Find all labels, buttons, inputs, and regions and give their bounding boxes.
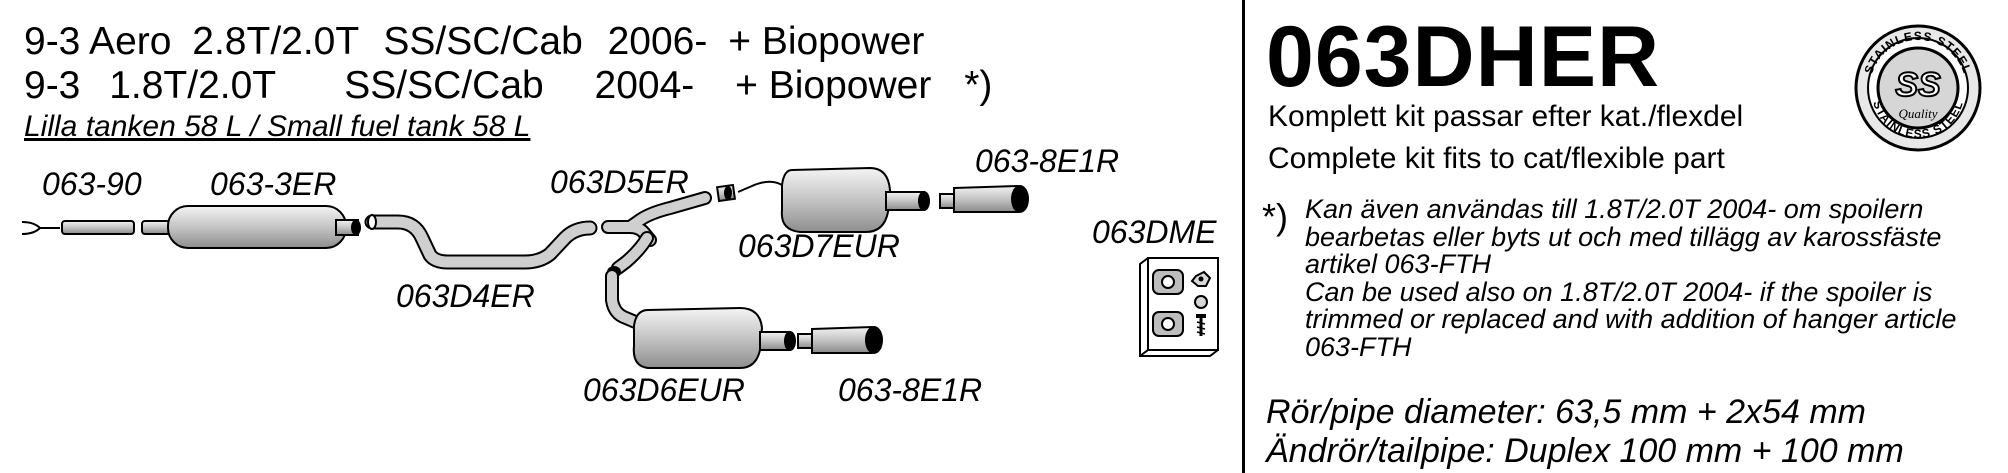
line2-model: 9-3 [24, 64, 81, 107]
part-label-063-8E1R-bottom: 063-8E1R [838, 372, 983, 408]
line1-year: 2006- [607, 20, 708, 63]
vertical-divider [1242, 0, 1245, 473]
part-063D5ER [601, 191, 712, 278]
footnote-en-line-3: 063-FTH [1305, 331, 1412, 362]
line2-year: 2004- [594, 64, 695, 107]
footnote-sv-line-3: artikel 063-FTH [1305, 249, 1492, 280]
part-063-8E1R-top [939, 184, 1029, 213]
footnote-sv-line-1: Kan även användas till 1.8T/2.0T 2004- o… [1305, 194, 1924, 224]
line2-note-mark: *) [964, 64, 993, 107]
vehicle-line-1: 9-3 Aero 2.8T/2.0T SS/SC/Cab 2006- + Bio… [24, 22, 924, 61]
line1-model: 9-3 Aero [24, 20, 172, 63]
part-label-063-3ER: 063-3ER [210, 166, 337, 202]
stainless-steel-quality-logo-icon: STAINLESS STEEL STAINLESS STEEL SS Quali… [1854, 24, 1982, 152]
pipe-diameter-spec: Rör/pipe diameter: 63,5 mm + 2x54 mm [1266, 393, 1866, 431]
part-label-063-8E1R-top: 063-8E1R [975, 143, 1120, 179]
kit-description-en: Complete kit fits to cat/flexible part [1268, 142, 1725, 175]
part-label-063DME: 063DME [1092, 214, 1217, 250]
tank-note: Lilla tanken 58 L / Small fuel tank 58 L [24, 110, 531, 143]
kit-description-sv: Komplett kit passar efter kat./flexdel [1268, 100, 1744, 133]
part-063-90 [21, 220, 135, 235]
footnote-sv-line-2: bearbetas eller byts ut och med tillägg … [1305, 221, 1942, 252]
part-label-063-90: 063-90 [42, 166, 142, 202]
logo-quality-text: Quality [1899, 106, 1938, 121]
part-label-063D5ER: 063D5ER [550, 164, 689, 200]
part-063D6EUR [605, 269, 796, 369]
exhaust-system-diagram [21, 166, 1219, 369]
line2-fuel: + Biopower [735, 64, 932, 107]
line2-body: SS/SC/Cab [344, 64, 544, 107]
part-063-3ER [141, 205, 361, 249]
logo-ss-text: SS [1895, 66, 1941, 104]
part-063DME-mounting-kit [1139, 257, 1219, 357]
footnote-mark: *) [1262, 196, 1288, 237]
line1-body: SS/SC/Cab [383, 20, 583, 63]
footnote-block: Kan även användas till 1.8T/2.0T 2004- o… [1305, 194, 1957, 362]
part-label-063D7EUR: 063D7EUR [738, 228, 900, 264]
part-label-063D6EUR: 063D6EUR [583, 372, 745, 408]
kit-code: 063DHER [1266, 9, 1661, 105]
footnote-en-line-2: trimmed or replaced and with addition of… [1305, 304, 1957, 335]
part-063D4ER [364, 214, 598, 270]
part-063D7EUR [715, 166, 930, 233]
part-label-063D4ER: 063D4ER [396, 278, 535, 314]
line2-engine: 1.8T/2.0T [109, 64, 276, 107]
vehicle-line-2: 9-3 1.8T/2.0T SS/SC/Cab 2004- + Biopower… [24, 66, 992, 105]
part-063-8E1R-bottom [797, 325, 883, 354]
line1-engine: 2.8T/2.0T [192, 20, 359, 63]
footnote-en-line-1: Can be used also on 1.8T/2.0T 2004- if t… [1305, 276, 1933, 307]
tailpipe-spec: Ändrör/tailpipe: Duplex 100 mm + 100 mm [1266, 432, 1904, 470]
line1-fuel: + Biopower [728, 20, 925, 63]
